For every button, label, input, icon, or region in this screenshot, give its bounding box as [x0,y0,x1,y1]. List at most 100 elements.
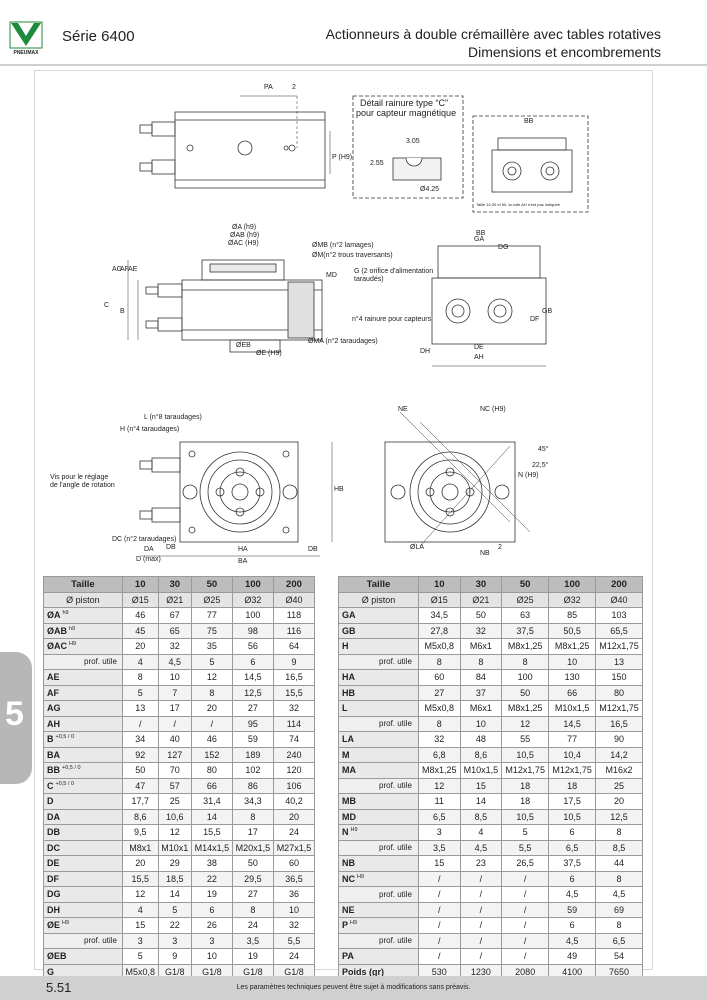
dimensions-table-left: Taille 10 30 50 100 200 Ø piston Ø15 Ø21… [43,576,316,980]
table-cell: 6 [190,901,233,918]
row-subname: prof. utile [338,886,419,903]
row-tolerance: H9 [62,920,70,927]
table-cell: 32 [459,622,503,639]
table-cell: 9 [157,948,192,965]
piston-value: Ø21 [459,591,503,608]
row-name: GB [338,622,419,639]
table-cell: 10,5 [501,808,550,825]
table-cell: 10 [272,901,316,918]
table-cell: G1/8 [272,963,316,980]
label-size-note: Taille 10,30 et 50, la cote AH n'est pas… [476,202,560,207]
label-ha: HA [238,546,248,553]
table-cell: 46 [190,731,233,748]
row-name: DA [43,808,123,825]
table-cell: 32 [157,638,192,655]
row-name-text: AF [47,687,59,698]
table-cell: 5 [157,901,192,918]
table-cell: 59 [548,901,597,918]
table-cell: / [417,870,461,887]
table-cell: 8 [501,653,550,670]
table-cell: 3 [190,932,233,949]
table-cell: 18 [548,777,597,794]
table-cell: 130 [548,669,597,686]
size-header: 30 [157,576,192,593]
table-cell: 15,5 [121,870,159,887]
table-cell: 10,5 [548,808,597,825]
table-cell: 20 [272,808,316,825]
row-name-text: NE [342,904,355,915]
table-cell: 240 [272,746,316,763]
piston-value: Ø15 [121,591,159,608]
row-name-text: N [342,827,349,838]
label-g-note-1: G (2 orifice d'alimentation [354,268,434,275]
row-name: DH [43,901,123,918]
table-cell: 10 [157,669,192,686]
plan-view-drawing [139,441,333,557]
table-cell: 18,5 [157,870,192,887]
row-name: D [43,793,123,810]
table-cell: M16x2 [595,762,643,779]
table-cell: 5 [121,948,159,965]
page-header: PNEUMAX Série 6400 Actionneurs à double … [0,0,707,66]
end-view-drawing [431,245,547,367]
label-ah: AH [474,354,484,361]
piston-value: Ø40 [595,591,643,608]
table-cell: / [459,932,503,949]
table-cell: / [417,901,461,918]
table-cell: M10x1 [157,839,192,856]
row-subname: prof. utile [43,932,123,949]
row-name-text: AG [47,703,61,714]
row-name-text: D [47,796,54,807]
table-cell: 14 [157,886,192,903]
table-cell: / [459,870,503,887]
table-cell: 3,5 [231,932,274,949]
row-name-text: DG [47,889,61,900]
row-name-text: ØEB [47,951,67,962]
table-cell: 34,5 [417,607,461,624]
row-name-text: MB [342,796,356,807]
table-cell: 27 [417,684,461,701]
row-name: LA [338,731,419,748]
table-cell: 3,5 [417,839,461,856]
table-cell: 80 [190,762,233,779]
table-cell: 530 [417,963,461,980]
table-cell: 106 [272,777,316,794]
row-name-text: DE [47,858,60,869]
table-cell: / [459,917,503,934]
pneumax-logo [8,20,44,58]
table-cell: 12 [417,777,461,794]
row-tolerance: H9 [69,641,77,648]
detail-title-2: pour capteur magnétique [356,108,457,118]
table-cell: 37 [459,684,503,701]
table-cell: 32 [272,917,316,934]
table-cell: 10 [459,715,503,732]
row-name-text: LA [342,734,354,745]
label-d-max: D (max) [136,556,161,563]
row-name: AF [43,684,123,701]
row-name-text: NC [342,873,355,884]
taille-header: Taille [338,576,419,593]
table-cell: M8x1,25 [501,638,550,655]
table-cell: 44 [595,855,643,872]
row-name: MD [338,808,419,825]
row-name: H [338,638,419,655]
table-cell: 90 [595,731,643,748]
label-p-h9: P (H9) [332,154,353,161]
page-subtitle: Dimensions et encombrements [468,44,661,60]
table-cell: 56 [231,638,274,655]
page-title: Actionneurs à double crémaillère avec ta… [325,26,661,42]
table-cell: 20 [595,793,643,810]
row-name: M [338,746,419,763]
table-cell: M8x1,25 [548,638,597,655]
label-ne: NE [398,406,408,413]
row-subname: prof. utile [338,715,419,732]
row-name: AE [43,669,123,686]
row-name-text: MD [342,811,356,822]
label-db-right: DB [308,546,318,553]
